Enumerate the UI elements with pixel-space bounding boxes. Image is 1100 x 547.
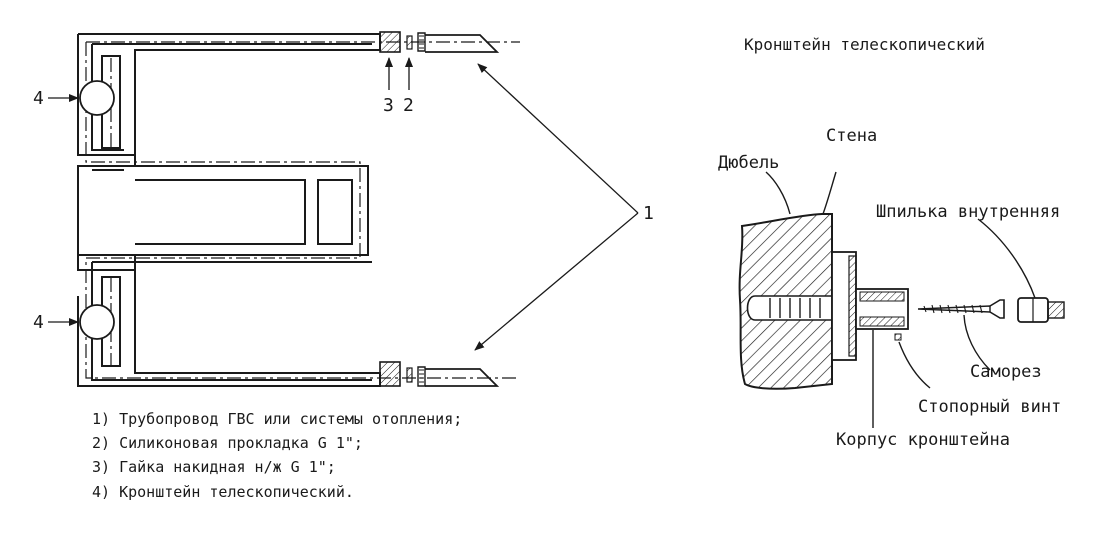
bracket-leader-lines: [765, 171, 1036, 428]
label-dowel: Дюбель: [718, 153, 779, 173]
towel-rail-outline: [77, 33, 381, 387]
callout-1: 1: [643, 203, 654, 224]
bracket-circle-bottom: [79, 304, 115, 340]
bracket-flange: [831, 251, 857, 361]
callout-2: 2: [403, 95, 414, 116]
legend-item-2: 2) Силиконовая прокладка G 1";: [92, 434, 363, 452]
bracket-body: [855, 288, 909, 330]
bottom-fitting: [379, 361, 500, 387]
legend-item-1: 1) Трубопровод ГВС или системы отопления…: [92, 410, 462, 428]
legend-item-4: 4) Кронштейн телескопический.: [92, 483, 354, 501]
pipe-centerlines: [85, 41, 520, 379]
internal-stud: [1017, 297, 1065, 323]
label-screw: Саморез: [970, 362, 1042, 382]
legend-item-3: 3) Гайка накидная н/ж G 1";: [92, 458, 336, 476]
label-set-screw: Стопорный винт: [918, 397, 1061, 417]
bracket-circle-top: [79, 80, 115, 116]
set-screw: [894, 333, 902, 341]
callout-arrows: [48, 57, 639, 351]
label-wall: Стена: [826, 126, 877, 146]
screw: [917, 299, 1005, 319]
callout-4-top: 4: [33, 88, 44, 109]
label-bracket-body: Корпус кронштейна: [836, 430, 1010, 450]
bracket-title: Кронштейн телескопический: [744, 35, 985, 54]
callout-3: 3: [383, 95, 394, 116]
label-stud: Шпилька внутренняя: [876, 202, 1060, 222]
callout-4-bottom: 4: [33, 312, 44, 333]
top-fitting: [379, 31, 500, 53]
dowel: [746, 295, 833, 321]
